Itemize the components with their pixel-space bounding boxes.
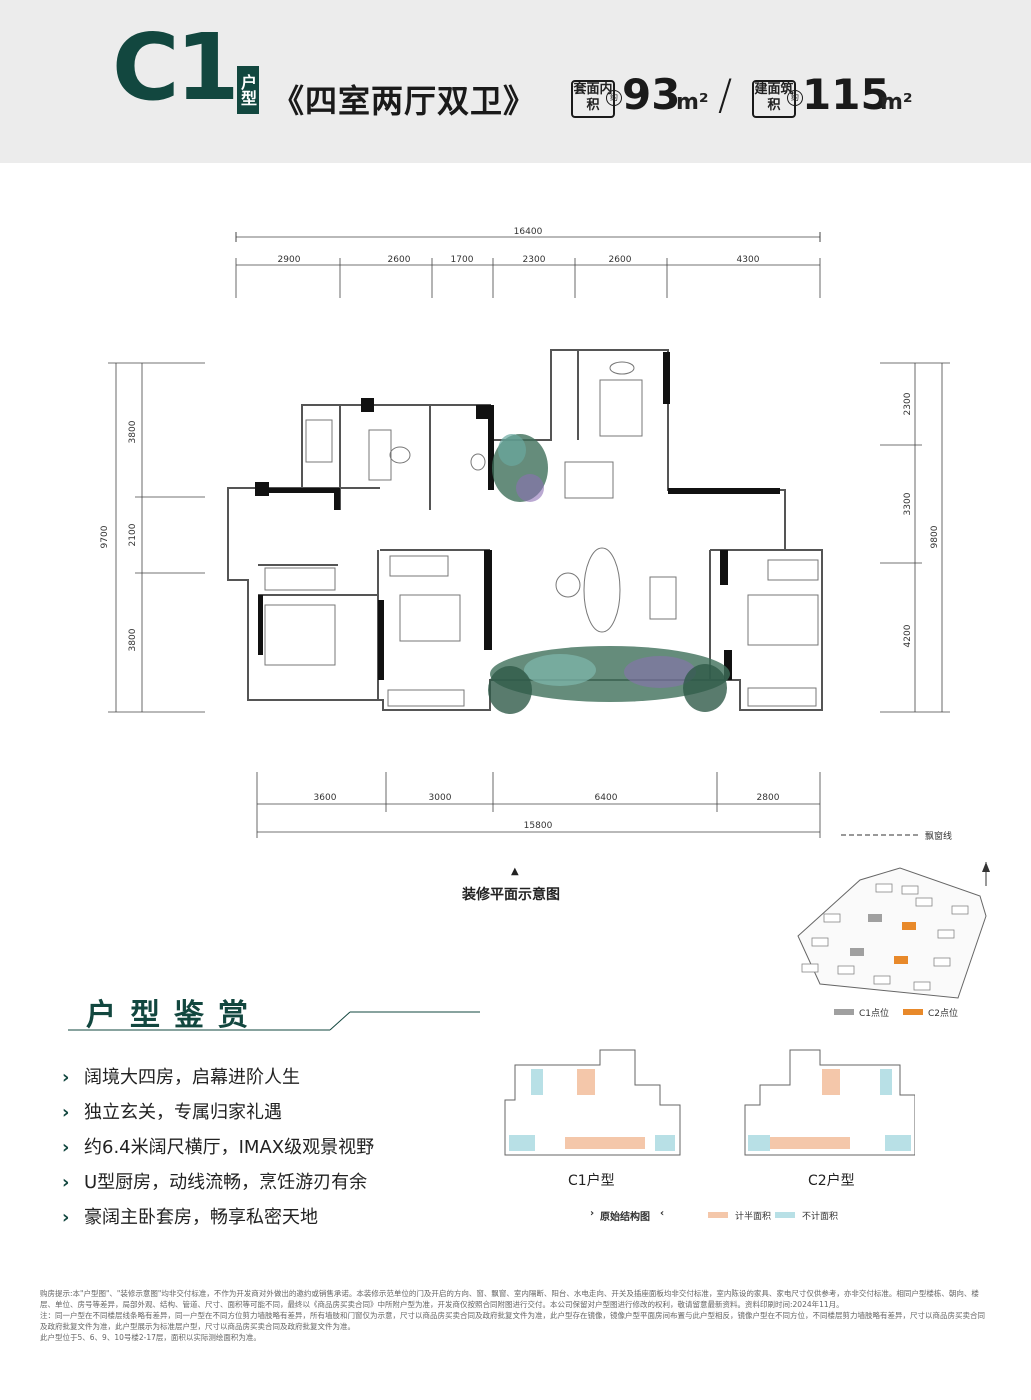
structure-plans	[504, 1049, 915, 1156]
dim-right-2: 3300	[903, 492, 913, 515]
c2-position-1	[902, 922, 916, 930]
header-banner: C1 户型 《四室两厅双卫》 套面内积 约 93 m² / 建面筑积 约 115…	[0, 0, 1031, 163]
bay-window-legend: 飘窗线	[925, 832, 953, 842]
build-area-approx: 约	[787, 90, 803, 106]
structure-caption-left: ›	[590, 1208, 595, 1219]
feature-item: ›阔境大四房，启幕进阶人生	[62, 1067, 300, 1088]
dim-right-1: 2300	[903, 392, 913, 415]
floor-plan: 16400 2900 2600 1700 2300 2600 4300 3800…	[100, 227, 950, 838]
disclaimer: 购房提示:本"户型图"、"装修示意图"均非交付标准，不作为开发商对外做出的邀约或…	[40, 1288, 992, 1343]
dim-bottom-4: 2800	[757, 793, 780, 803]
dim-bottom-2: 3000	[429, 793, 452, 803]
dim-left-3: 3800	[128, 628, 138, 651]
disclaimer-line: 注：同一户型在不同楼层线条略有差异，同一户型在不同方位剪力墙肢略有差异，所有墙肢…	[40, 1311, 985, 1331]
dim-top-2: 2600	[388, 255, 411, 265]
chevron-right-icon: ›	[62, 1102, 70, 1123]
unit-label: 户型	[237, 66, 259, 114]
c2-structure-plan	[744, 1049, 915, 1156]
furniture	[264, 361, 819, 707]
feature-item: ›豪阔主卧套房，畅享私密天地	[62, 1207, 318, 1228]
inner-area-unit: m²	[676, 90, 709, 115]
dim-right-3: 4200	[903, 624, 913, 647]
build-area-unit: m²	[880, 90, 913, 115]
dim-left-2: 2100	[128, 523, 138, 546]
feature-item: ›U型厨房，动线流畅，烹饪游刃有余	[62, 1172, 368, 1193]
half-area-label: 计半面积	[735, 1212, 772, 1222]
c1-position-2	[850, 948, 864, 956]
disclaimer-line: 此户型位于5、6、9、10号楼2-17层，面积以实际测绘面积为准。	[40, 1333, 261, 1342]
appreciation-title: 户型鉴赏	[86, 998, 262, 1033]
excluded-area-label: 不计面积	[802, 1212, 839, 1222]
inner-area-value: 93	[622, 70, 681, 119]
dim-bottom-total: 15800	[524, 821, 553, 831]
dim-left-total: 9700	[100, 525, 110, 548]
dim-top-5: 2600	[609, 255, 632, 265]
disclaimer-line: 购房提示:本"户型图"、"装修示意图"均非交付标准，不作为开发商对外做出的邀约或…	[40, 1289, 979, 1309]
layout-title: 《四室两厅双卫》	[272, 82, 537, 120]
excluded-area-swatch	[775, 1212, 795, 1218]
dim-bottom-1: 3600	[314, 793, 337, 803]
structure-caption-right: ‹	[660, 1208, 665, 1219]
dim-top-total: 16400	[514, 227, 543, 237]
caption-marker: ▲	[511, 866, 519, 877]
structure-caption: 原始结构图	[600, 1212, 650, 1223]
site-map	[797, 862, 990, 999]
chevron-right-icon: ›	[62, 1172, 70, 1193]
c2-legend-label: C2点位	[928, 1009, 959, 1019]
c1-structure-label: C1户型	[568, 1173, 615, 1189]
build-area-value: 115	[802, 70, 890, 119]
half-area-swatch	[708, 1212, 728, 1218]
c2-legend-swatch	[903, 1009, 923, 1015]
dim-bottom-3: 6400	[595, 793, 618, 803]
section-title-rule	[68, 1011, 480, 1031]
chevron-right-icon: ›	[62, 1137, 70, 1158]
c2-position-2	[894, 956, 908, 964]
chevron-right-icon: ›	[62, 1207, 70, 1228]
c1-structure-plan	[504, 1049, 681, 1156]
c1-legend-label: C1点位	[859, 1009, 890, 1019]
dim-top-3: 1700	[451, 255, 474, 265]
dim-top-1: 2900	[278, 255, 301, 265]
chevron-right-icon: ›	[62, 1067, 70, 1088]
outer-wall	[227, 349, 823, 711]
c1-position-1	[868, 914, 882, 922]
unit-code: C1	[112, 14, 240, 121]
dim-top-4: 2300	[523, 255, 546, 265]
dim-left-1: 3800	[128, 420, 138, 443]
shear-walls	[255, 352, 780, 680]
feature-item: ›约6.4米阔尺横厅，IMAX级观景视野	[62, 1137, 375, 1158]
dim-top-6: 4300	[737, 255, 760, 265]
c1-legend-swatch	[834, 1009, 854, 1015]
plan-caption: 装修平面示意图	[462, 887, 560, 903]
c2-structure-label: C2户型	[808, 1173, 855, 1189]
dim-right-total: 9800	[930, 525, 940, 548]
feature-item: ›独立玄关，专属归家礼遇	[62, 1102, 282, 1123]
garden-planting	[488, 434, 730, 714]
area-separator: /	[718, 70, 733, 119]
inner-area-approx: 约	[606, 90, 622, 106]
